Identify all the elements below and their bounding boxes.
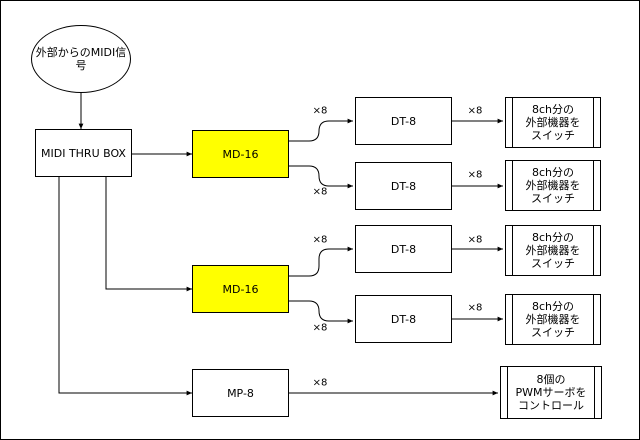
edge-label-dt8-1-switch-1: ×8 [467,105,483,117]
edge-thru-to-mp8 [58,177,192,396]
midi-thru-box-label: MIDI THRU BOX [41,146,126,160]
md16-top-label: MD-16 [222,147,259,161]
edge-label-md16-bottom-dt8-4: ×8 [312,322,328,334]
edge-label-dt8-4-switch-4: ×8 [467,302,483,314]
edge-md16-bottom-to-dt8-3 [289,246,353,277]
midi-signal-source[interactable]: 外部からのMIDI信号 [31,25,131,93]
external-switch-2[interactable]: 8ch分の 外部機器を スイッチ [505,160,601,211]
dt8-module-2[interactable]: DT-8 [355,162,452,210]
dt8-module-3[interactable]: DT-8 [355,225,452,273]
switch-1-label: 8ch分の 外部機器を スイッチ [525,103,581,142]
md16-bottom-label: MD-16 [222,282,259,296]
edge-md16-bottom-to-dt8-4 [289,300,353,324]
dt8-2-label: DT-8 [390,179,417,193]
dt8-1-label: DT-8 [390,114,417,128]
edge-label-md16-top-dt8-2: ×8 [312,186,328,198]
mp8-label: MP-8 [227,386,254,400]
edge-label-md16-top-dt8-1: ×8 [312,105,328,117]
switch-4-label: 8ch分の 外部機器を スイッチ [525,300,581,339]
edge-md16-top-to-dt8-2 [289,165,353,189]
dt8-3-label: DT-8 [390,242,417,256]
external-switch-4[interactable]: 8ch分の 外部機器を スイッチ [505,294,601,345]
mp8-module[interactable]: MP-8 [192,369,289,417]
midi-signal-source-label: 外部からのMIDI信号 [35,46,127,72]
edge-label-md16-bottom-dt8-3: ×8 [312,234,328,246]
midi-thru-box[interactable]: MIDI THRU BOX [35,129,132,177]
md16-top-module[interactable]: MD-16 [192,130,289,178]
dt8-4-label: DT-8 [390,312,417,326]
edge-label-dt8-3-switch-3: ×8 [467,234,483,246]
servo-control-label: 8個の PWMサーボを コントロール [515,373,587,412]
switch-2-label: 8ch分の 外部機器を スイッチ [525,166,581,205]
external-switch-1[interactable]: 8ch分の 外部機器を スイッチ [505,97,601,148]
pwm-servo-control[interactable]: 8個の PWMサーボを コントロール [500,366,602,419]
dt8-module-4[interactable]: DT-8 [355,295,452,343]
dt8-module-1[interactable]: DT-8 [355,97,452,145]
external-switch-3[interactable]: 8ch分の 外部機器を スイッチ [505,225,601,276]
edge-label-dt8-2-switch-2: ×8 [467,169,483,181]
edge-label-mp8-servo: ×8 [312,377,328,389]
edge-md16-top-to-dt8-1 [289,118,353,142]
md16-bottom-module[interactable]: MD-16 [192,265,289,313]
switch-3-label: 8ch分の 外部機器を スイッチ [525,231,581,270]
edge-thru-to-md16-bottom [105,177,192,292]
